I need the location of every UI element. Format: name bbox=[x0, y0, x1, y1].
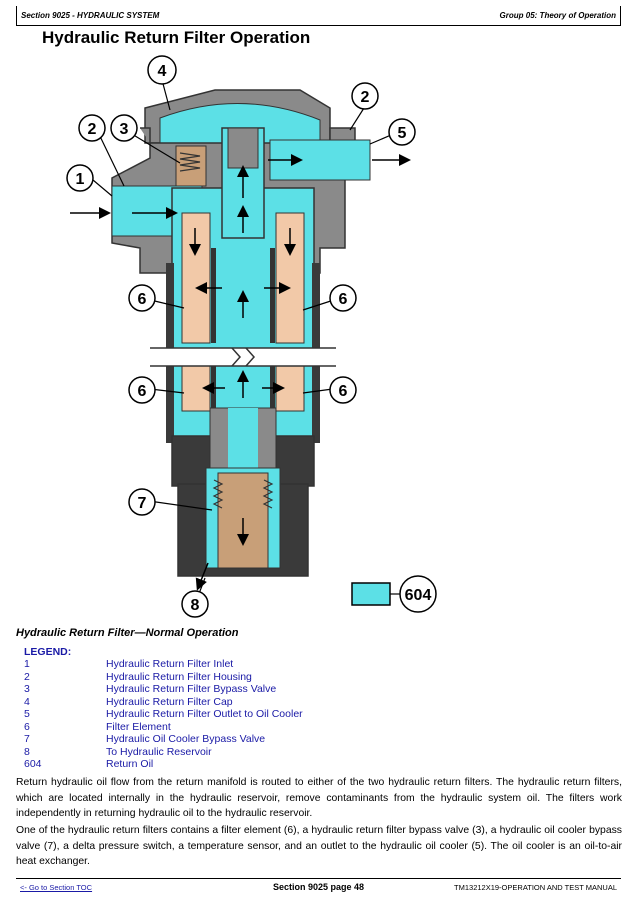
svg-text:7: 7 bbox=[138, 495, 147, 512]
legend-item: 8 To Hydraulic Reservoir bbox=[24, 746, 444, 759]
callout-4: 4 bbox=[147, 55, 177, 85]
callout-6-upper-left: 6 bbox=[128, 284, 156, 312]
legend-item: 6 Filter Element bbox=[24, 721, 444, 734]
break-gap bbox=[150, 348, 336, 366]
callout-2-left: 2 bbox=[78, 114, 106, 142]
center-tube-top bbox=[227, 127, 259, 169]
break-lines bbox=[150, 347, 336, 367]
legend-label: To Hydraulic Reservoir bbox=[106, 745, 212, 758]
cooler-bypass-spring-right bbox=[262, 479, 274, 509]
manual-id: TM13212X19-OPERATION AND TEST MANUAL bbox=[454, 883, 617, 892]
legend-label: Hydraulic Return Filter Inlet bbox=[106, 658, 234, 670]
legend-item: 7 Hydraulic Oil Cooler Bypass Valve bbox=[24, 733, 444, 746]
legend-number: 4 bbox=[24, 695, 30, 708]
page-title: Hydraulic Return Filter Operation bbox=[42, 28, 311, 47]
filter-diagram: 4 2 3 1 2 5 6 6 bbox=[0, 48, 637, 623]
svg-text:5: 5 bbox=[398, 125, 407, 142]
callout-1: 1 bbox=[66, 164, 94, 192]
legend-title: LEGEND: bbox=[24, 646, 72, 658]
body-paragraph-1: Return hydraulic oil flow from the retur… bbox=[16, 777, 622, 819]
callout-2-right: 2 bbox=[351, 82, 379, 110]
svg-text:6: 6 bbox=[339, 291, 348, 308]
legend-number: 6 bbox=[24, 720, 30, 733]
svg-text:604: 604 bbox=[405, 587, 432, 604]
svg-text:1: 1 bbox=[76, 171, 85, 188]
svg-text:6: 6 bbox=[138, 383, 147, 400]
legend-label: Return Oil bbox=[106, 758, 154, 770]
svg-text:6: 6 bbox=[138, 291, 147, 308]
callout-8: 8 bbox=[181, 590, 209, 618]
svg-text:8: 8 bbox=[191, 597, 200, 614]
page-footer: <- Go to Section TOC Section 9025 page 4… bbox=[16, 878, 621, 894]
legend-item: 4 Hydraulic Return Filter Cap bbox=[24, 696, 444, 709]
legend-item: 5 Hydraulic Return Filter Outlet to Oil C… bbox=[24, 708, 444, 721]
filter-element-left-upper bbox=[181, 212, 211, 344]
bypass-valve-spring bbox=[179, 152, 201, 172]
legend-label: Hydraulic Return Filter Bypass Valve bbox=[106, 683, 277, 695]
legend-label: Hydraulic Oil Cooler Bypass Valve bbox=[106, 733, 266, 745]
svg-text:3: 3 bbox=[120, 121, 129, 138]
legend-number: 2 bbox=[24, 670, 30, 683]
legend-label: Hydraulic Return Filter Cap bbox=[106, 695, 233, 708]
svg-text:2: 2 bbox=[88, 121, 97, 138]
svg-text:2: 2 bbox=[361, 89, 370, 106]
legend-number: 3 bbox=[24, 683, 30, 695]
legend-number: 7 bbox=[24, 733, 30, 745]
callout-3: 3 bbox=[110, 114, 138, 142]
callout-5: 5 bbox=[388, 118, 416, 146]
callout-7: 7 bbox=[128, 488, 156, 516]
legend-number: 5 bbox=[24, 708, 30, 720]
page-number: Section 9025 page 48 bbox=[272, 882, 365, 892]
legend-number: 604 bbox=[24, 758, 42, 770]
callout-6-upper-right: 6 bbox=[329, 284, 357, 312]
svg-text:4: 4 bbox=[158, 63, 167, 80]
bypass-valve bbox=[175, 145, 207, 187]
svg-text:6: 6 bbox=[339, 383, 348, 400]
legend-label: Hydraulic Return Filter Housing bbox=[106, 670, 252, 683]
legend-label: Filter Element bbox=[106, 720, 171, 733]
cooler-bypass-spring-left bbox=[212, 479, 224, 509]
filter-cross-section: 4 2 3 1 2 5 6 6 bbox=[66, 55, 437, 618]
section-toc-link[interactable]: <- Go to Section TOC bbox=[20, 883, 93, 892]
legend-item: 2 Hydraulic Return Filter Housing bbox=[24, 671, 444, 684]
callout-6-lower-right: 6 bbox=[329, 376, 357, 404]
cap-oil-dome bbox=[159, 103, 321, 149]
body-paragraph-2: One of the hydraulic return filters cont… bbox=[16, 825, 622, 867]
legend-item: 3 Hydraulic Return Filter Bypass Valve bbox=[24, 683, 444, 696]
section-title: Section 9025 - HYDRAULIC SYSTEM bbox=[21, 11, 160, 20]
figure-caption: Hydraulic Return Filter—Normal Operation bbox=[16, 627, 239, 639]
callout-6-lower-left: 6 bbox=[128, 376, 156, 404]
legend-number: 1 bbox=[24, 658, 30, 670]
legend-item: 1 Hydraulic Return Filter Inlet bbox=[24, 658, 444, 671]
return-oil-swatch bbox=[351, 582, 391, 606]
legend-item: 604 Return Oil bbox=[24, 758, 444, 771]
group-title: Group 05: Theory of Operation bbox=[499, 11, 616, 20]
callout-604: 604 bbox=[399, 575, 437, 613]
break-symbol bbox=[231, 347, 256, 367]
legend-label: Hydraulic Return Filter Outlet to Oil Co… bbox=[106, 708, 303, 720]
legend-number: 8 bbox=[24, 745, 30, 758]
page-header: Section 9025 - HYDRAULIC SYSTEM Group 05… bbox=[16, 6, 621, 26]
